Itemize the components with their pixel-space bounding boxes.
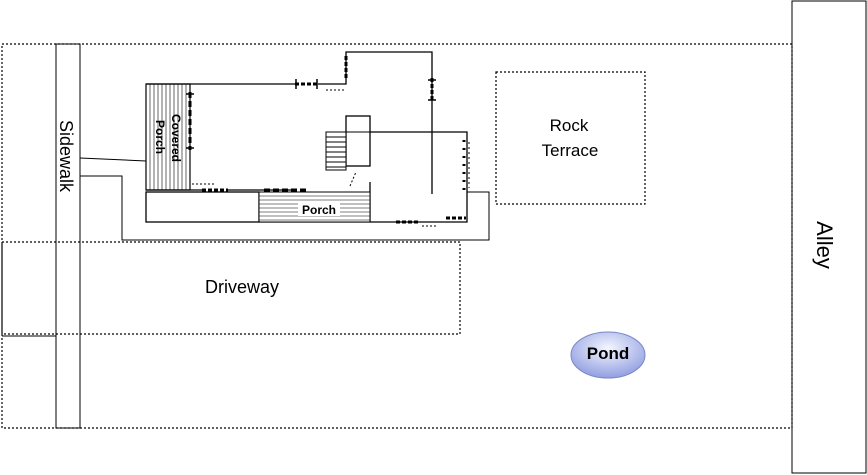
pond (570, 331, 646, 379)
rock-terrace-label-line2: Terrace (542, 141, 599, 160)
rock-terrace-label-line1: Rock (550, 116, 589, 135)
steps (325, 131, 370, 171)
alley-area (791, 0, 867, 474)
driveway-area (1, 241, 461, 335)
alley-label: Alley (812, 221, 837, 269)
pond-label: Pond (587, 344, 630, 363)
driveway-label: Driveway (205, 277, 279, 297)
door-window-marks (186, 56, 470, 227)
sidewalk-area (55, 43, 81, 429)
rock-terrace-area (495, 71, 646, 205)
covered-porch (145, 83, 191, 191)
property-boundary (1, 43, 793, 429)
sidewalk-label: Sidewalk (56, 120, 76, 193)
porch-label: Porch (302, 203, 336, 217)
covered-porch-label-line2: Porch (153, 120, 167, 154)
covered-porch-label-line1: Covered (169, 114, 183, 162)
porch (258, 191, 371, 223)
walkway-lines (79, 157, 490, 241)
